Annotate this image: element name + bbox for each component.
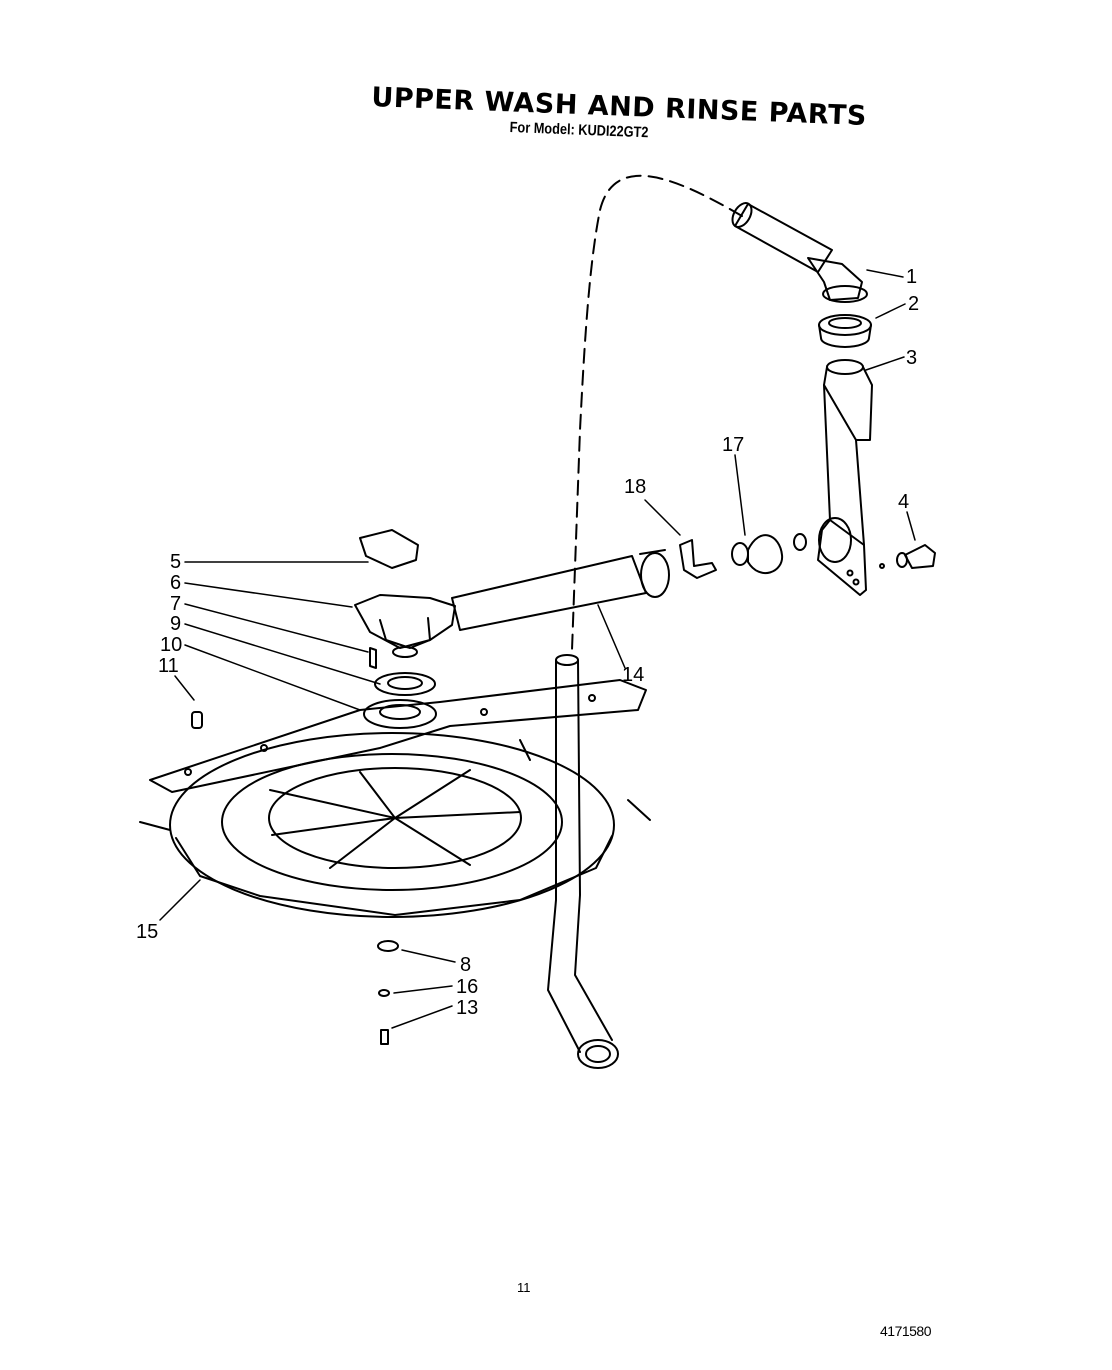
part-2-ring (818, 314, 872, 348)
callout-13: 13 (456, 997, 478, 1019)
part-4-plug (879, 544, 936, 569)
dashed-hose-path (571, 174, 743, 651)
document-number: 4171580 (880, 1323, 932, 1339)
callout-10: 10 (160, 634, 182, 656)
callout-1: 1 (906, 266, 917, 288)
part-7-screw (369, 647, 377, 669)
page-number: 11 (517, 1280, 531, 1295)
part-8-16-13-hardware (377, 940, 399, 1045)
callout-5: 5 (170, 551, 181, 573)
callout-4: 4 (898, 491, 909, 513)
callout-2: 2 (908, 293, 919, 315)
feed-pipe (547, 654, 619, 1069)
callout-17: 17 (722, 434, 744, 456)
spray-arm (149, 679, 647, 793)
callout-9: 9 (170, 613, 181, 635)
callout-14: 14 (622, 664, 644, 686)
callout-6: 6 (170, 572, 181, 594)
part-14-conduit (451, 549, 670, 631)
part-17-adapter (731, 533, 807, 574)
leader-lines (159, 269, 916, 1029)
callout-7: 7 (170, 593, 181, 615)
upper-hose-part (731, 202, 868, 303)
callout-15: 15 (136, 921, 158, 943)
part-11-nozzle (191, 711, 203, 729)
callout-18: 18 (624, 476, 646, 498)
part-9-ring (374, 672, 436, 696)
part-15-rack (139, 732, 651, 918)
part-3-tube (817, 359, 873, 596)
callout-8: 8 (460, 954, 471, 976)
callout-3: 3 (906, 347, 917, 369)
part-5-6-manifold (354, 529, 456, 658)
callout-16: 16 (456, 976, 478, 998)
callout-11: 11 (158, 655, 179, 677)
part-18-clip (679, 539, 717, 579)
